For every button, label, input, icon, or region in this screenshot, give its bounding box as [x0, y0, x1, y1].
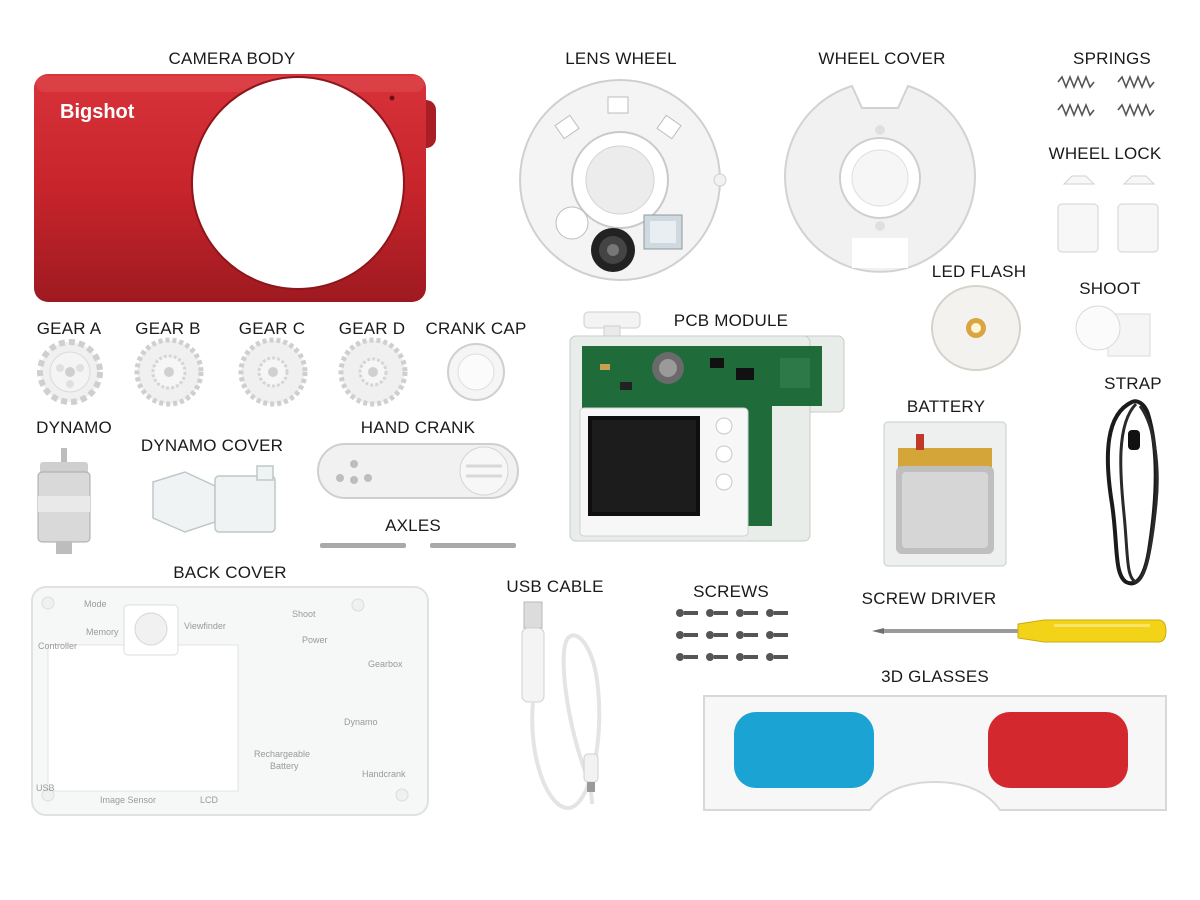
label-led-flash: LED FLASH: [931, 262, 1027, 281]
label-back-cover: BACK COVER: [173, 563, 287, 582]
label-battery: BATTERY: [906, 397, 986, 416]
svg-text:Dynamo: Dynamo: [344, 717, 378, 727]
label-3d-glasses: 3D GLASSES: [881, 667, 989, 686]
label-usb-cable: USB CABLE: [506, 577, 604, 596]
shoot-button-image: [1075, 305, 1151, 357]
svg-text:Battery: Battery: [270, 761, 299, 771]
battery-image: [883, 421, 1007, 567]
label-hand-crank: HAND CRANK: [360, 418, 476, 437]
svg-text:Mode: Mode: [84, 599, 107, 609]
label-wheel-cover: WHEEL COVER: [818, 49, 946, 68]
label-shoot: SHOOT: [1079, 279, 1141, 298]
dynamo-image: [37, 448, 91, 554]
usb-cable-image: [521, 601, 602, 811]
svg-text:USB: USB: [36, 783, 55, 793]
camera-brand-text: Bigshot: [60, 101, 135, 123]
svg-text:LCD: LCD: [200, 795, 219, 805]
hand-crank-image: [317, 443, 519, 499]
label-dynamo: DYNAMO: [36, 418, 112, 437]
gear-b-image: [134, 337, 204, 407]
label-screws: SCREWS: [693, 582, 769, 601]
svg-text:Controller: Controller: [38, 641, 77, 651]
svg-text:Rechargeable: Rechargeable: [254, 749, 310, 759]
led-flash-image: [931, 285, 1021, 371]
back-cover-image: Mode Memory Controller Viewfinder Shoot …: [31, 586, 429, 816]
wheel-lock-image: [1057, 175, 1159, 253]
3d-glasses-image: [703, 695, 1167, 811]
gear-a-image: [37, 339, 103, 405]
svg-text:Power: Power: [302, 635, 328, 645]
gear-d-image: [338, 337, 408, 407]
label-springs: SPRINGS: [1073, 49, 1151, 68]
svg-text:Image Sensor: Image Sensor: [100, 795, 156, 805]
pcb-module-image: [569, 311, 845, 542]
dynamo-cover-image: [152, 465, 276, 533]
label-pcb-module: PCB MODULE: [673, 311, 789, 330]
svg-text:Memory: Memory: [86, 627, 119, 637]
screws-image: [676, 609, 788, 661]
label-crank-cap: CRANK CAP: [425, 319, 527, 338]
label-wheel-lock: WHEEL LOCK: [1048, 144, 1162, 163]
strap-image: [1105, 399, 1159, 586]
label-camera-body: CAMERA BODY: [168, 49, 296, 68]
svg-text:Viewfinder: Viewfinder: [184, 621, 226, 631]
svg-text:Gearbox: Gearbox: [368, 659, 403, 669]
springs-image: [1057, 74, 1155, 118]
crank-cap-image: [447, 343, 505, 401]
label-gear-b: GEAR B: [135, 319, 201, 338]
label-gear-c: GEAR C: [238, 319, 306, 338]
label-strap: STRAP: [1104, 374, 1162, 393]
svg-text:Shoot: Shoot: [292, 609, 316, 619]
svg-text:Handcrank: Handcrank: [362, 769, 406, 779]
label-lens-wheel: LENS WHEEL: [565, 49, 677, 68]
label-gear-a: GEAR A: [36, 319, 102, 338]
lens-wheel-image: [519, 79, 727, 281]
axles-image: [320, 543, 516, 548]
label-screw-driver: SCREW DRIVER: [861, 589, 997, 608]
label-axles: AXLES: [385, 516, 441, 535]
gear-c-image: [238, 337, 308, 407]
label-dynamo-cover: DYNAMO COVER: [140, 436, 284, 455]
wheel-cover-image: [784, 84, 976, 273]
screw-driver-image: [872, 619, 1167, 643]
camera-body-image: Bigshot: [34, 74, 436, 302]
label-gear-d: GEAR D: [338, 319, 406, 338]
